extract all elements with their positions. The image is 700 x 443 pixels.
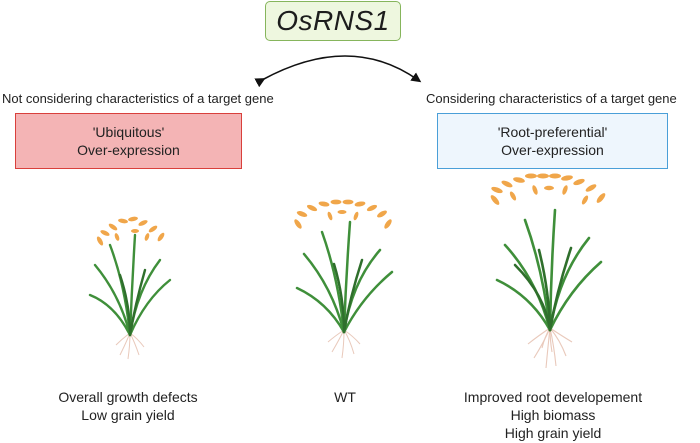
root-preferential-overexpression-box: 'Root-preferential' Over-expression xyxy=(437,113,668,169)
right-heading: Considering characteristics of a target … xyxy=(426,91,677,106)
right-box-line2: Over-expression xyxy=(501,142,604,158)
middle-caption: WT xyxy=(334,389,356,405)
left-box-line1: 'Ubiquitous' xyxy=(92,124,165,140)
left-caption-line2: Low grain yield xyxy=(81,407,175,423)
left-box-line2: Over-expression xyxy=(77,142,180,158)
right-caption-line1: Improved root developement xyxy=(463,389,643,405)
panicles xyxy=(294,199,392,229)
left-heading: Not considering characteristics of a tar… xyxy=(2,91,274,106)
left-caption-line1: Overall growth defects xyxy=(58,389,198,405)
rice-plant-wt xyxy=(294,199,394,359)
panicles xyxy=(490,173,606,205)
bidirectional-arrow xyxy=(254,55,422,88)
wt-caption: WT xyxy=(305,388,385,406)
ubiquitous-overexpression-box: 'Ubiquitous' Over-expression xyxy=(15,113,242,169)
gene-name: OsRNS1 xyxy=(276,5,390,36)
rice-plant-ubiquitous xyxy=(88,216,172,360)
root-preferential-outcome-caption: Improved root developement High biomass … xyxy=(445,388,661,442)
right-box-line1: 'Root-preferential' xyxy=(497,124,608,140)
leaves xyxy=(88,233,172,337)
roots xyxy=(327,329,361,359)
right-caption-line2: High biomass xyxy=(510,407,596,423)
rice-plant-root-preferential xyxy=(490,173,606,369)
leaves xyxy=(495,208,603,332)
roots xyxy=(527,327,573,369)
panicles xyxy=(96,216,165,246)
ubiquitous-outcome-caption: Overall growth defects Low grain yield xyxy=(28,388,228,424)
gene-label-box: OsRNS1 xyxy=(265,1,401,41)
roots xyxy=(115,332,145,360)
right-caption-line3: High grain yield xyxy=(504,425,602,441)
leaves xyxy=(295,220,394,334)
